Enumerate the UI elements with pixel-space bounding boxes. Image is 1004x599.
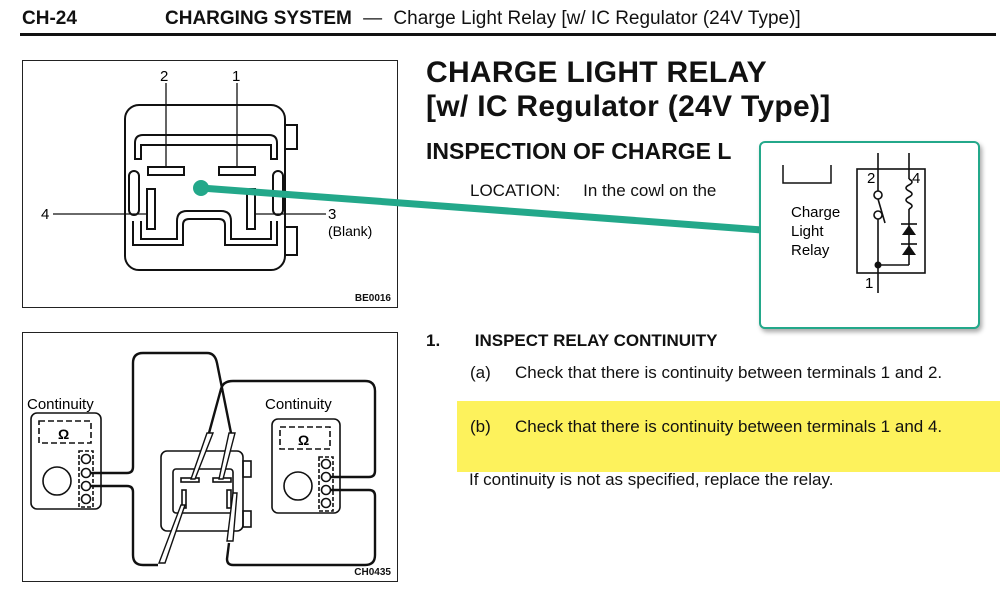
header-separator: — bbox=[363, 8, 383, 29]
title-line-1: CHARGE LIGHT RELAY bbox=[426, 56, 767, 89]
page-title: CHARGE LIGHT RELAY [w/ IC Regulator (24V… bbox=[426, 56, 831, 124]
terminal-label-4: 4 bbox=[41, 206, 49, 223]
connector-body bbox=[124, 104, 286, 271]
item-tag: (a) bbox=[470, 363, 491, 382]
ohm-symbol-left: Ω bbox=[58, 426, 69, 442]
schematic-terminal-1: 1 bbox=[865, 275, 873, 292]
meter-label-left: Continuity bbox=[27, 396, 94, 413]
highlight-annotation bbox=[457, 401, 1000, 472]
step-title: INSPECT RELAY CONTINUITY bbox=[474, 331, 718, 350]
location-line: LOCATION: In the cowl on the bbox=[470, 181, 716, 201]
terminal-3-note: (Blank) bbox=[328, 223, 372, 239]
relay-under-test bbox=[160, 450, 252, 532]
terminal-label-1: 1 bbox=[232, 68, 240, 85]
relay-label-line-1: Charge bbox=[791, 204, 840, 221]
step-item-b: (b) Check that there is continuity betwe… bbox=[470, 416, 995, 437]
callout-line bbox=[197, 184, 766, 234]
section-name: CHARGING SYSTEM bbox=[165, 8, 352, 29]
header-rule bbox=[20, 33, 996, 36]
meter-label-right: Continuity bbox=[265, 396, 332, 413]
connector-tab-top bbox=[284, 124, 298, 150]
location-text: In the cowl on the bbox=[583, 181, 717, 200]
continuity-test-figure: Continuity Continuity Ω Ω CH0435 bbox=[22, 332, 398, 582]
item-text: Check that there is continuity between t… bbox=[515, 417, 943, 436]
switch-contact-bottom bbox=[873, 210, 883, 220]
step-item-a: (a) Check that there is continuity betwe… bbox=[470, 362, 995, 383]
relay-coil-icon bbox=[905, 178, 913, 210]
ohmmeter-left bbox=[30, 412, 102, 510]
junction-dot bbox=[874, 261, 882, 269]
switch-contact-top bbox=[873, 190, 883, 200]
connector-key-bottom bbox=[132, 218, 278, 246]
step-number: 1. bbox=[426, 331, 441, 350]
callout-dot bbox=[193, 180, 209, 196]
item-tag: (b) bbox=[470, 417, 491, 436]
relay-label-line-2: Light bbox=[791, 223, 824, 240]
terminal-4-blade bbox=[146, 188, 156, 230]
terminal-label-2: 2 bbox=[160, 68, 168, 85]
switch-arm bbox=[877, 198, 886, 224]
step-note: If continuity is not as specified, repla… bbox=[469, 470, 834, 489]
item-text: Check that there is continuity between t… bbox=[515, 363, 943, 382]
crop-fragment bbox=[782, 165, 832, 184]
connector-slot-left bbox=[128, 170, 140, 216]
page-code: CH-24 bbox=[22, 8, 77, 29]
ohmmeter-right bbox=[271, 418, 341, 514]
relay-box bbox=[856, 168, 926, 274]
figure-code: CH0435 bbox=[354, 567, 391, 578]
header-topic: Charge Light Relay [w/ IC Regulator (24V… bbox=[393, 8, 801, 29]
terminal-label-3: 3 bbox=[328, 206, 336, 223]
zener-diodes-icon bbox=[874, 223, 917, 269]
relay-label-line-3: Relay bbox=[791, 242, 830, 259]
ohm-symbol-right: Ω bbox=[298, 432, 309, 448]
step-heading: 1. INSPECT RELAY CONTINUITY bbox=[426, 331, 718, 351]
location-label: LOCATION: bbox=[470, 181, 561, 200]
schematic-terminal-4: 4 bbox=[912, 170, 920, 187]
schematic-terminal-2: 2 bbox=[867, 170, 875, 187]
section-subtitle: INSPECTION OF CHARGE L bbox=[426, 138, 732, 164]
relay-schematic: 2 4 1 Charge Light Relay bbox=[782, 153, 926, 293]
test-leads bbox=[91, 351, 377, 567]
test-probes bbox=[157, 432, 238, 564]
connector-tab-bottom bbox=[284, 226, 298, 256]
connector-figure: 2 1 4 3 (Blank) BE0016 bbox=[22, 60, 398, 308]
connector-diagram: 2 1 4 3 (Blank) bbox=[41, 68, 372, 271]
continuity-test-diagram: Continuity Continuity Ω Ω bbox=[27, 351, 377, 567]
title-line-2: [w/ IC Regulator (24V Type)] bbox=[426, 90, 831, 123]
figure-code: BE0016 bbox=[354, 293, 391, 304]
connector-key-top bbox=[134, 134, 278, 160]
connector-key-inner bbox=[140, 210, 272, 240]
schematic-callout: 2 4 1 Charge Light Relay bbox=[759, 141, 980, 329]
running-header: CHARGING SYSTEM — Charge Light Relay [w/… bbox=[165, 8, 801, 30]
